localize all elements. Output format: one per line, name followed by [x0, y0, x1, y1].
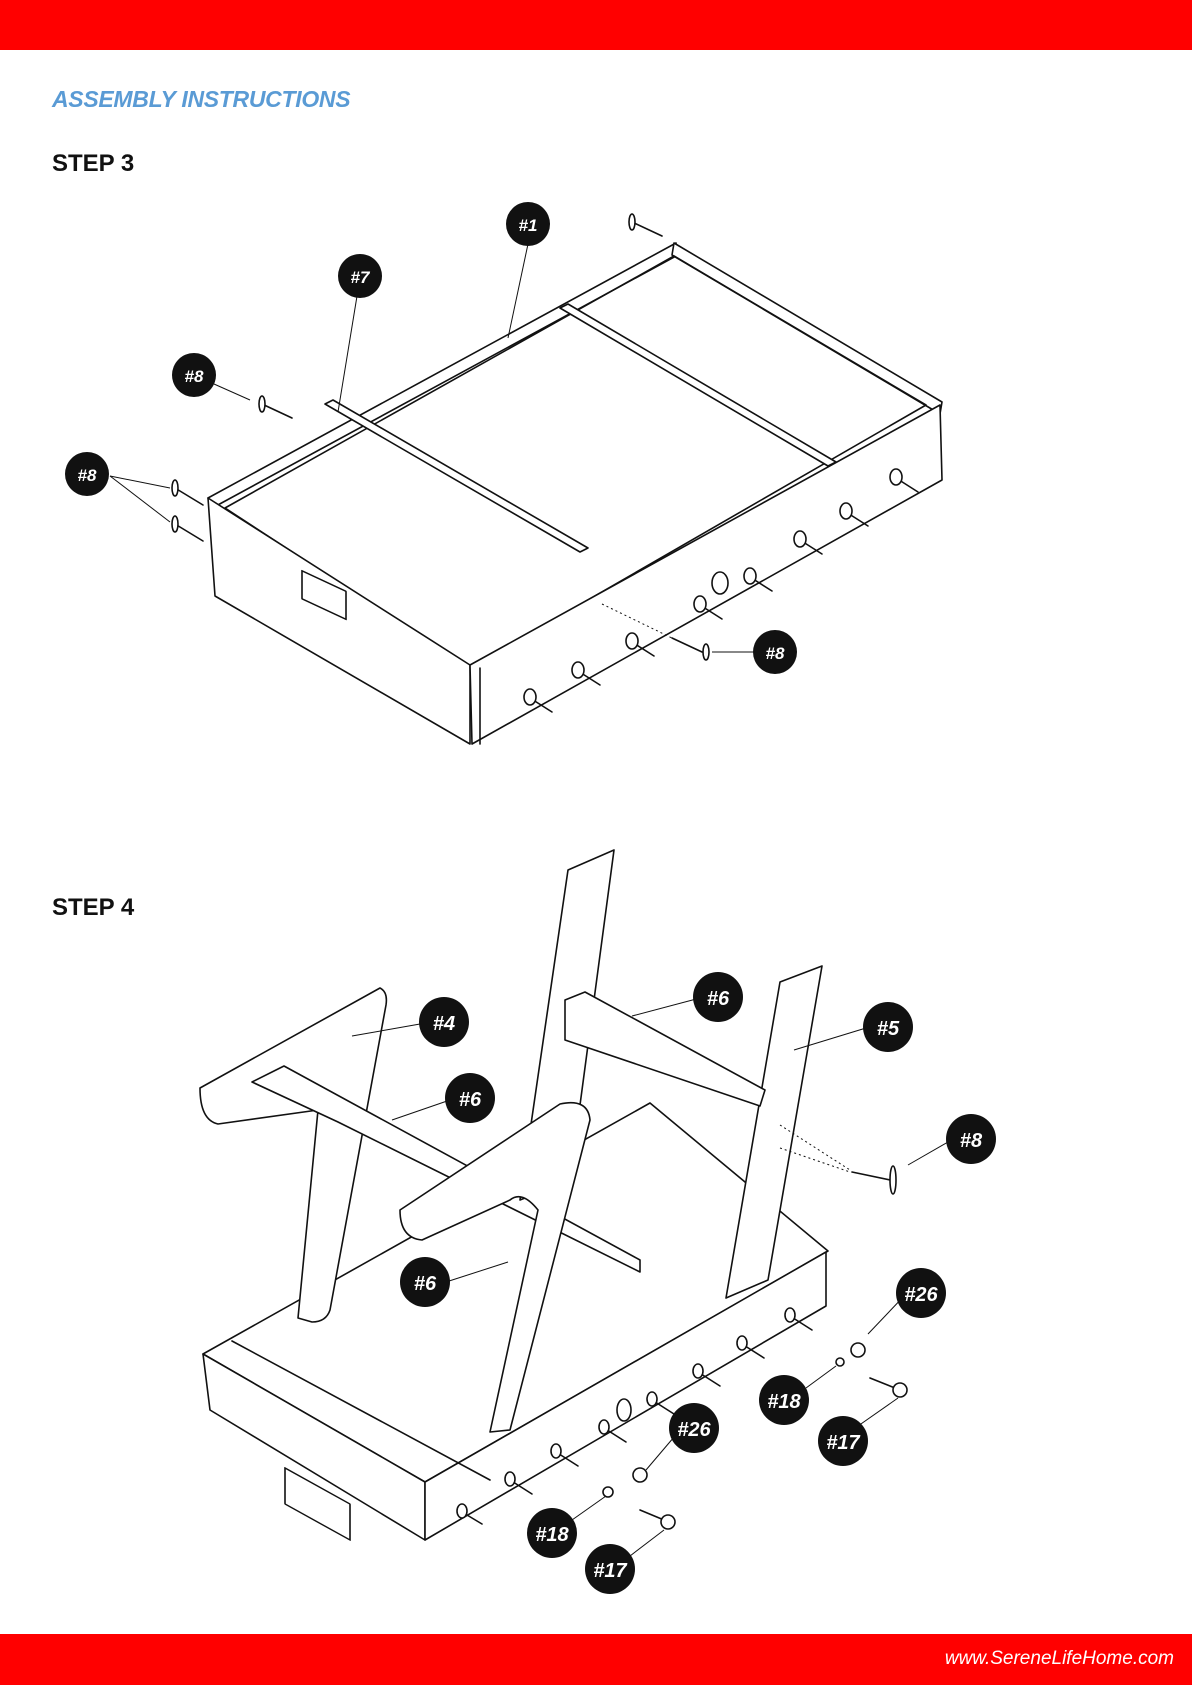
- svg-text:#17: #17: [826, 1432, 860, 1454]
- callout-18-a: #18: [759, 1375, 809, 1425]
- front-end-panel: [208, 498, 470, 744]
- svg-text:#1: #1: [519, 216, 538, 235]
- svg-text:#17: #17: [593, 1560, 627, 1582]
- callout-8-b: #8: [65, 452, 109, 496]
- step-3-illustration: #1 #7 #8 #8 #8: [65, 202, 942, 744]
- website-url: www.SereneLifeHome.com: [945, 1648, 1174, 1670]
- svg-text:#26: #26: [677, 1419, 711, 1441]
- svg-text:#8: #8: [185, 367, 204, 386]
- svg-text:#18: #18: [767, 1391, 801, 1413]
- callout-7: #7: [338, 254, 382, 298]
- callout-17-b: #17: [585, 1544, 635, 1594]
- callout-17-a: #17: [818, 1416, 868, 1466]
- svg-text:#6: #6: [707, 988, 730, 1010]
- callout-4: #4: [419, 997, 469, 1047]
- svg-text:#8: #8: [78, 466, 97, 485]
- callout-26-b: #26: [669, 1403, 719, 1453]
- callout-18-b: #18: [527, 1508, 577, 1558]
- svg-text:#7: #7: [351, 268, 371, 287]
- callout-1: #1: [506, 202, 550, 246]
- callout-5: #5: [863, 1002, 913, 1052]
- svg-text:#4: #4: [433, 1013, 455, 1035]
- svg-text:#18: #18: [535, 1524, 569, 1546]
- callout-8-c: #8: [753, 630, 797, 674]
- callout-6-c: #6: [400, 1257, 450, 1307]
- callout-8-a: #8: [172, 353, 216, 397]
- callout-6-b: #6: [693, 972, 743, 1022]
- svg-text:#8: #8: [960, 1130, 983, 1152]
- svg-text:#6: #6: [459, 1089, 482, 1111]
- step-4-illustration: #4 #6 #6 #6 #5 #8 #26 #18 #17 #26 #18 #1…: [200, 850, 996, 1594]
- svg-text:#5: #5: [877, 1018, 900, 1040]
- callout-6-a: #6: [445, 1073, 495, 1123]
- near-side-panel: [470, 405, 942, 744]
- callout-8: #8: [946, 1114, 996, 1164]
- goal-bar: [325, 400, 588, 552]
- callout-26-a: #26: [896, 1268, 946, 1318]
- bottom-banner: www.SereneLifeHome.com: [0, 1634, 1192, 1685]
- svg-text:#26: #26: [904, 1284, 938, 1306]
- svg-text:#6: #6: [414, 1273, 437, 1295]
- svg-text:#8: #8: [766, 644, 785, 663]
